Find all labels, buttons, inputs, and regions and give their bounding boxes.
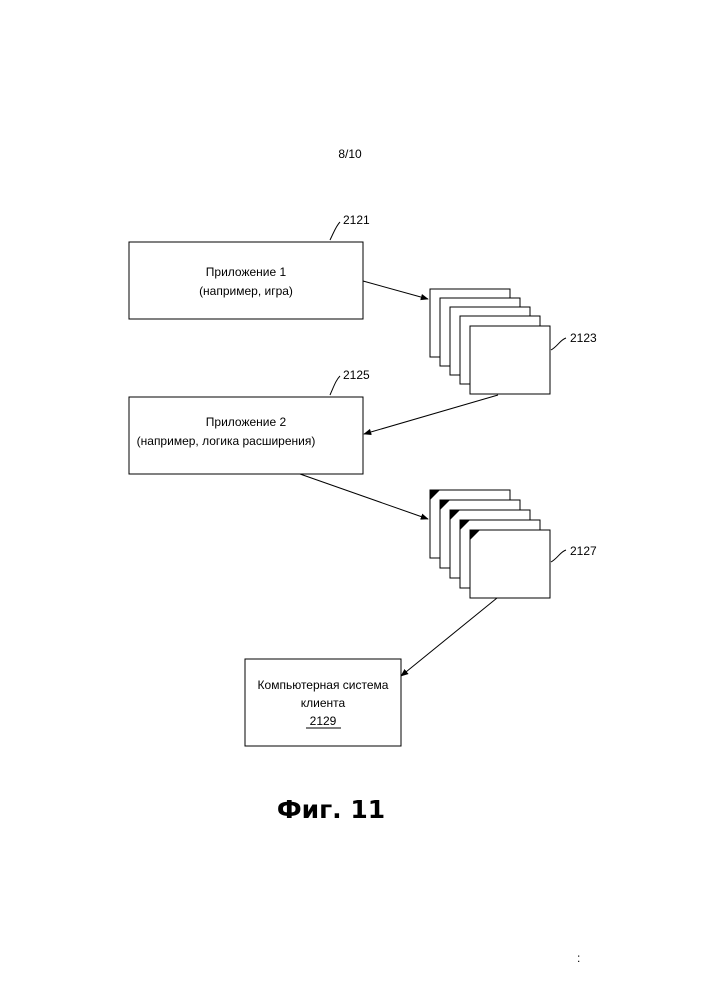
app1-title: Приложение 1 bbox=[206, 265, 287, 279]
client-subtitle: клиента bbox=[301, 696, 346, 710]
ref-2123-leader: 2123 bbox=[551, 331, 597, 350]
app2-title: Приложение 2 bbox=[206, 415, 287, 429]
client-ref: 2129 bbox=[310, 714, 337, 728]
figure-caption: Фиг. 11 bbox=[277, 795, 385, 824]
ref-2127: 2127 bbox=[570, 544, 597, 558]
arrow-app1-to-frames1 bbox=[363, 281, 428, 299]
ref-2127-leader: 2127 bbox=[551, 544, 597, 562]
frame-stack-2 bbox=[430, 490, 550, 598]
footer-mark: : bbox=[577, 951, 580, 965]
client-title: Компьютерная система bbox=[258, 678, 389, 692]
page-number: 8/10 bbox=[338, 147, 362, 161]
ref-2121-leader: 2121 bbox=[330, 213, 370, 240]
app1-box: Приложение 1 (например, игра) bbox=[129, 242, 363, 319]
arrow-frames1-to-app2 bbox=[364, 395, 498, 434]
ref-2125-leader: 2125 bbox=[330, 368, 370, 395]
ref-2125: 2125 bbox=[343, 368, 370, 382]
app2-subtitle: (например, логика расширения) bbox=[137, 434, 316, 448]
frame-stack-1 bbox=[430, 289, 550, 394]
arrow-app2-to-frames2 bbox=[300, 474, 428, 519]
app1-subtitle: (например, игра) bbox=[199, 284, 293, 298]
client-box: Компьютерная система клиента 2129 bbox=[245, 659, 401, 746]
ref-2123: 2123 bbox=[570, 331, 597, 345]
app2-box: Приложение 2 (например, логика расширени… bbox=[129, 397, 363, 474]
arrow-frames2-to-client bbox=[401, 598, 497, 676]
ref-2121: 2121 bbox=[343, 213, 370, 227]
